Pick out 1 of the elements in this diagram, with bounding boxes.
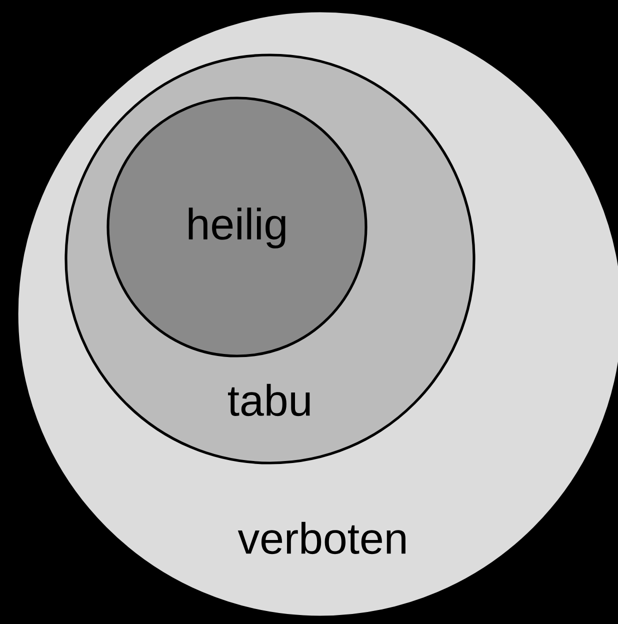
circle-region: heilig	[106, 96, 368, 358]
